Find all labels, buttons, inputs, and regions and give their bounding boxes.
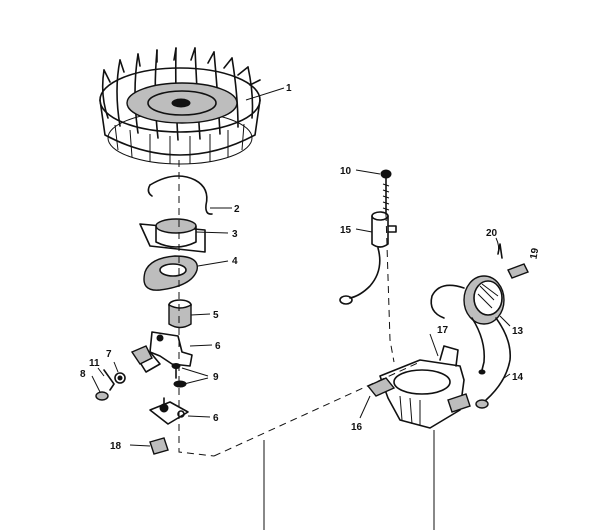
label-part-13: 13	[512, 326, 524, 337]
label-part-16: 16	[351, 422, 363, 433]
assembly-dashed-lines	[178, 160, 421, 457]
label-part-17: 17	[437, 325, 449, 336]
ignition-coil-part-13	[430, 275, 512, 409]
small-hardware-7-8-11	[95, 369, 126, 401]
label-part-19: 19	[529, 247, 542, 260]
contact-plate-part-6-lower	[149, 397, 189, 425]
reference-lines	[263, 430, 435, 530]
label-part-2: 2	[234, 204, 240, 215]
clip-part-18	[149, 437, 169, 455]
breaker-arm-part-6-upper	[130, 331, 193, 373]
label-part-8: 8	[80, 369, 86, 380]
label-part-10: 10	[340, 166, 352, 177]
felt-washer-part-4	[143, 255, 199, 291]
leader-lines	[91, 87, 511, 447]
cam-sleeve-part-5	[168, 299, 192, 329]
magneto-housing-part-16-17	[366, 345, 471, 429]
spring-clip-part-2	[147, 175, 213, 215]
label-part-6-lower: 6	[213, 413, 219, 424]
label-part-14: 14	[512, 372, 524, 383]
label-part-5: 5	[213, 310, 219, 321]
label-part-6-upper: 6	[215, 341, 221, 352]
label-part-18: 18	[110, 441, 122, 452]
flywheel-part-1	[99, 47, 261, 165]
label-part-9: 9	[213, 372, 219, 383]
label-part-15: 15	[340, 225, 352, 236]
label-part-11: 11	[89, 358, 100, 369]
screws-part-9	[171, 363, 187, 388]
label-part-20: 20	[486, 228, 498, 239]
bushing-part-3	[139, 218, 206, 253]
label-part-3: 3	[232, 229, 238, 240]
condenser-part-15	[339, 211, 397, 305]
label-part-7: 7	[106, 349, 112, 360]
label-part-4: 4	[232, 256, 238, 267]
part-labels: 1 2 3 4 5 6 7 11 8 9 6 18 10 15 20 19 13…	[80, 83, 541, 452]
screw-part-10	[380, 169, 392, 215]
label-part-1: 1	[286, 83, 292, 94]
parts-19-20	[497, 243, 529, 279]
